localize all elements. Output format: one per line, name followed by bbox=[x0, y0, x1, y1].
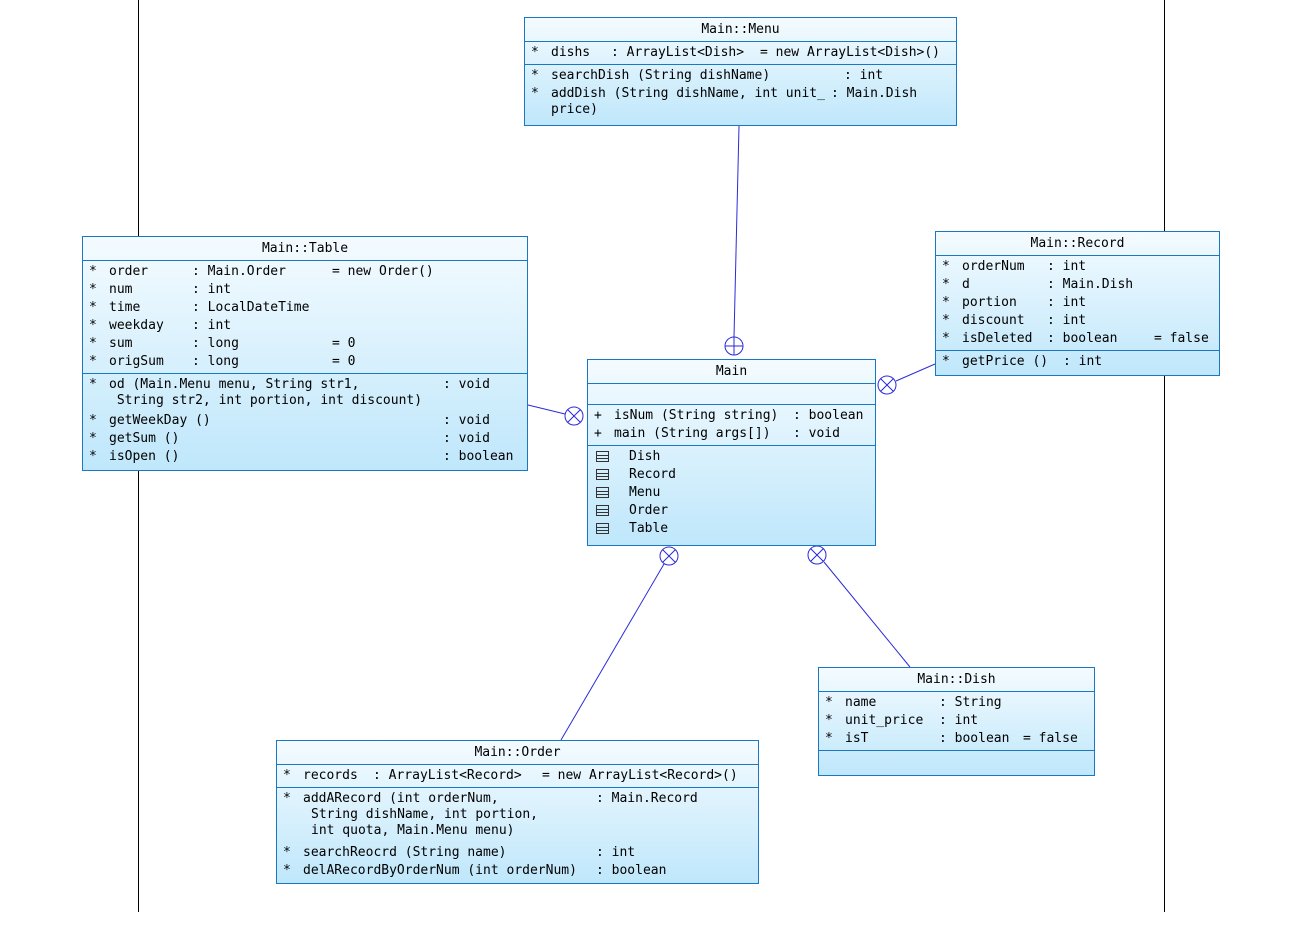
operation-row: * addARecord (int orderNum, String dishN… bbox=[283, 791, 698, 838]
nested-class-icon bbox=[596, 469, 609, 480]
attribute-row: * time : LocalDateTime bbox=[89, 300, 310, 315]
class-order[interactable]: Main::Order * records : ArrayList<Record… bbox=[276, 740, 759, 884]
nest-anchor-table bbox=[564, 406, 584, 426]
class-table[interactable]: Main::Table * order : Main.Order = new O… bbox=[82, 236, 528, 471]
operation-row: * getPrice () : int bbox=[942, 354, 1103, 369]
operation-row: + isNum (String string) : boolean bbox=[594, 408, 864, 423]
nest-anchor-record bbox=[877, 375, 897, 395]
nested-class-item[interactable]: Dish bbox=[588, 448, 875, 466]
operations-section: * getPrice () : int bbox=[936, 351, 1219, 373]
attributes-section: * records : ArrayList<Record> = new Arra… bbox=[277, 765, 758, 788]
attributes-section: * orderNum : int * d : Main.Dish * porti… bbox=[936, 256, 1219, 351]
operations-section: * od (Main.Menu menu, String str1, Strin… bbox=[83, 374, 527, 468]
attributes-section: * dishs : ArrayList<Dish> = new ArrayLis… bbox=[525, 42, 956, 65]
operations-section: * searchDish (String dishName) : int * a… bbox=[525, 65, 956, 123]
connector-dish-main bbox=[823, 561, 911, 668]
operation-row: * getSum () : void bbox=[89, 431, 490, 446]
nested-class-item[interactable]: Order bbox=[588, 502, 875, 520]
attribute-row: * isT : boolean = false bbox=[825, 731, 1078, 746]
operations-section: + isNum (String string) : boolean + main… bbox=[588, 405, 875, 446]
operation-row: * searchDish (String dishName) : int bbox=[531, 68, 884, 83]
attribute-row: * d : Main.Dish bbox=[942, 277, 1134, 292]
attribute-row: * sum : long = 0 bbox=[89, 336, 356, 351]
attribute-row: * name : String bbox=[825, 695, 1002, 710]
attribute-row: * portion : int bbox=[942, 295, 1087, 310]
nest-anchor-menu bbox=[724, 336, 744, 356]
operation-row: * od (Main.Menu menu, String str1, Strin… bbox=[89, 377, 490, 408]
connector-record-main bbox=[895, 363, 936, 382]
attributes-section: * name : String * unit_price : int * isT… bbox=[819, 692, 1094, 751]
class-title: Main bbox=[588, 360, 875, 384]
attribute-row: * num : int bbox=[89, 282, 232, 297]
attribute-row: * order : Main.Order = new Order() bbox=[89, 264, 434, 279]
operation-row: + main (String args[]) : void bbox=[594, 426, 840, 441]
attribute-row: * unit_price : int bbox=[825, 713, 979, 728]
attribute-row: * origSum : long = 0 bbox=[89, 354, 356, 369]
connector-menu-main bbox=[733, 125, 740, 338]
class-record[interactable]: Main::Record * orderNum : int * d : Main… bbox=[935, 231, 1220, 376]
operation-row: * addDish (String dishName, int unit_ pr… bbox=[531, 86, 918, 117]
nested-class-icon bbox=[596, 523, 609, 534]
class-title: Main::Record bbox=[936, 232, 1219, 256]
class-title: Main::Order bbox=[277, 741, 758, 765]
attribute-row: * discount : int bbox=[942, 313, 1087, 328]
class-title: Main::Dish bbox=[819, 668, 1094, 692]
nested-class-item[interactable]: Record bbox=[588, 466, 875, 484]
attribute-row: * isDeleted : boolean = false bbox=[942, 331, 1209, 346]
operation-row: * delARecordByOrderNum (int orderNum) : … bbox=[283, 863, 667, 878]
attribute-row: * records : ArrayList<Record> = new Arra… bbox=[283, 768, 738, 783]
nest-anchor-order bbox=[659, 546, 679, 566]
connector-table-main bbox=[527, 404, 566, 415]
nested-class-icon bbox=[596, 505, 609, 516]
class-title: Main::Table bbox=[83, 237, 527, 261]
nested-class-icon bbox=[596, 487, 609, 498]
operation-row: * getWeekDay () : void bbox=[89, 413, 490, 428]
connector-order-main bbox=[560, 563, 665, 741]
connector-layer bbox=[138, 0, 1165, 912]
operation-row: * isOpen () : boolean bbox=[89, 449, 514, 464]
attribute-row: * dishs : ArrayList<Dish> = new ArrayLis… bbox=[531, 45, 941, 60]
nested-class-icon bbox=[596, 451, 609, 462]
attributes-section bbox=[588, 384, 875, 405]
nested-classes-section: Dish Record Menu Order Table bbox=[588, 446, 875, 540]
class-dish[interactable]: Main::Dish * name : String * unit_price … bbox=[818, 667, 1095, 776]
attribute-row: * orderNum : int bbox=[942, 259, 1087, 274]
attributes-section: * order : Main.Order = new Order() * num… bbox=[83, 261, 527, 374]
class-menu[interactable]: Main::Menu * dishs : ArrayList<Dish> = n… bbox=[524, 17, 957, 126]
nested-class-item[interactable]: Table bbox=[588, 520, 875, 538]
diagram-canvas: Main::Menu * dishs : ArrayList<Dish> = n… bbox=[82, 0, 1220, 912]
class-title: Main::Menu bbox=[525, 18, 956, 42]
operation-row: * searchReocrd (String name) : int bbox=[283, 845, 636, 860]
class-main[interactable]: Main + isNum (String string) : boolean +… bbox=[587, 359, 876, 546]
nest-anchor-dish bbox=[807, 545, 827, 565]
operations-section: * addARecord (int orderNum, String dishN… bbox=[277, 788, 758, 882]
attribute-row: * weekday : int bbox=[89, 318, 232, 333]
nested-class-item[interactable]: Menu bbox=[588, 484, 875, 502]
